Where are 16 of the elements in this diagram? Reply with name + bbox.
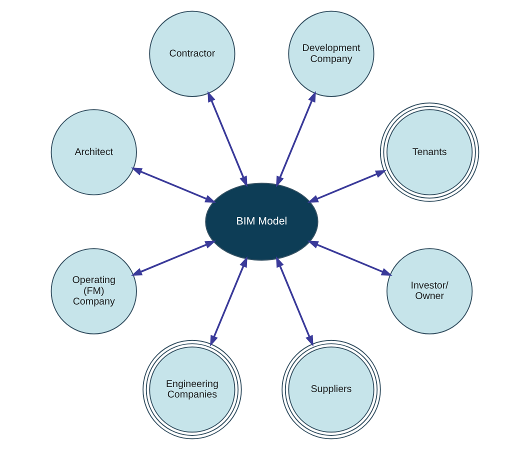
arrow — [210, 256, 248, 346]
arrow — [130, 240, 216, 276]
node-circle: Tenants — [380, 102, 480, 202]
arrow — [276, 256, 314, 346]
arrow — [130, 168, 216, 203]
arrow — [276, 90, 316, 188]
arrow — [307, 240, 392, 276]
node-circle: Operating (FM) Company — [50, 248, 137, 334]
arrow — [307, 170, 387, 203]
arrow — [208, 90, 248, 188]
node-circle: Architect — [50, 109, 137, 196]
node-circle: Contractor — [149, 10, 236, 97]
node-circle: Development Company — [288, 10, 374, 97]
node-circle: Suppliers — [282, 340, 381, 440]
node-circle: Investor/ Owner — [386, 248, 473, 334]
node-circle: Engineering Companies — [142, 340, 242, 440]
